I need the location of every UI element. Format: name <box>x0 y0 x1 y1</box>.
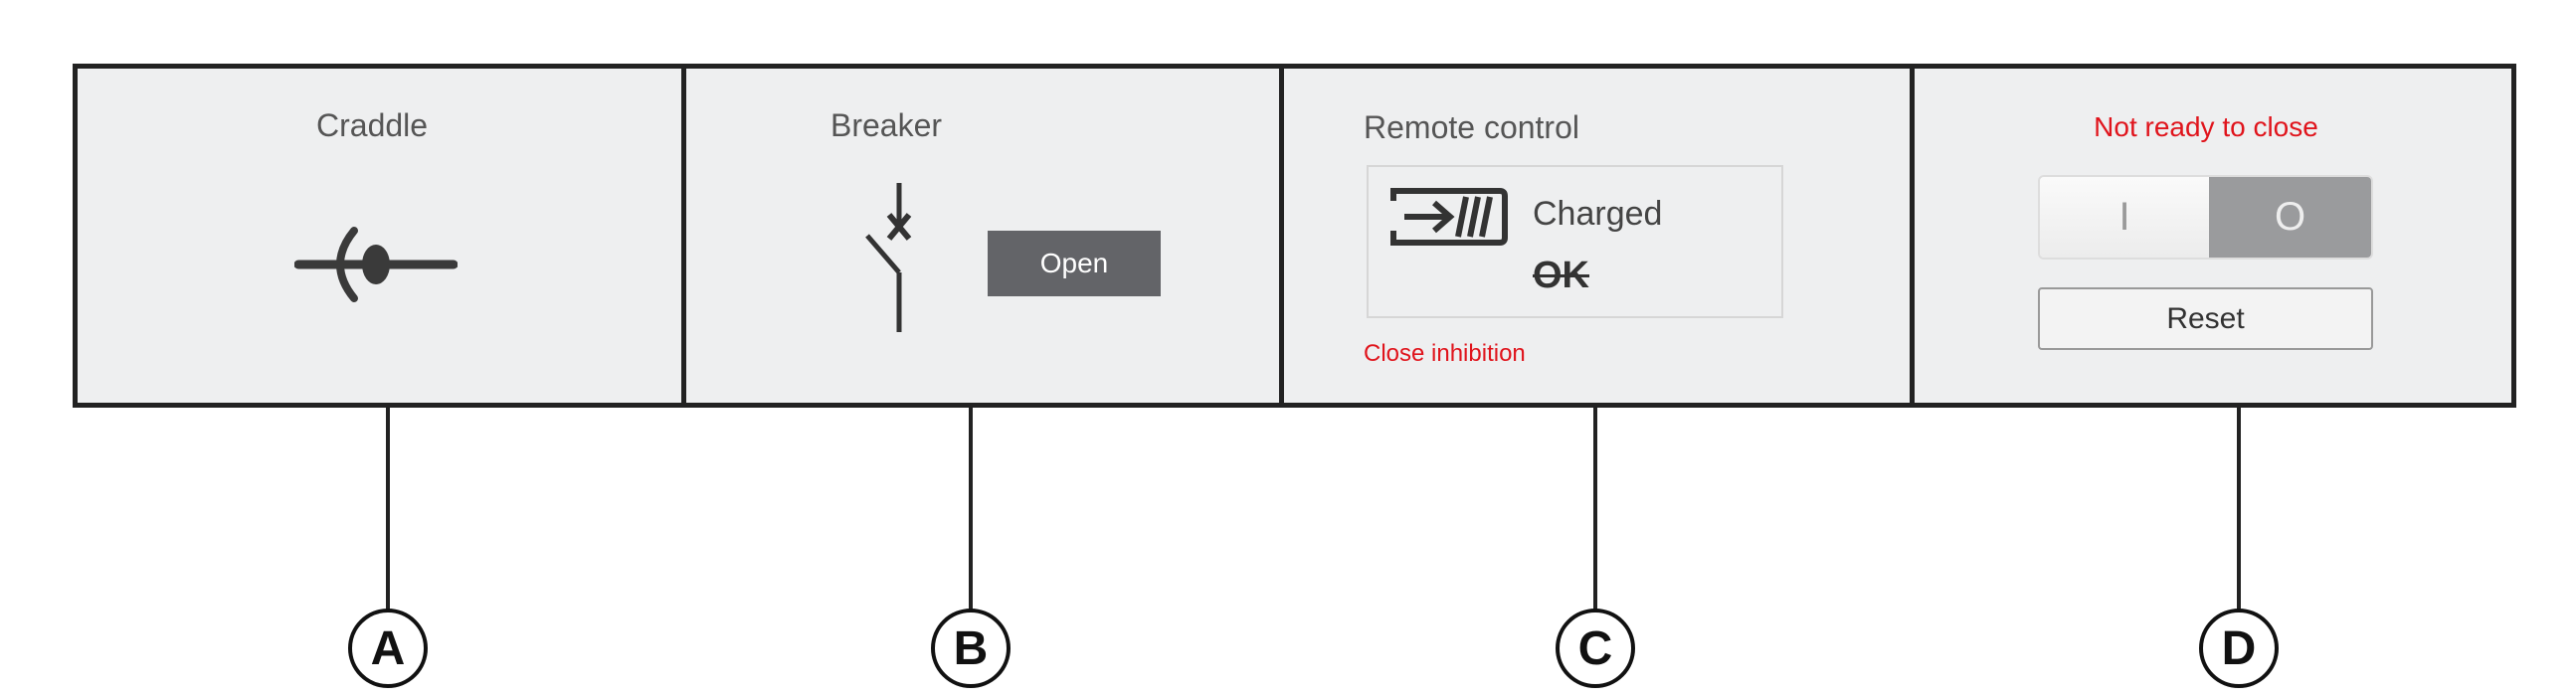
reset-button[interactable]: Reset <box>2038 287 2373 350</box>
callout-leader <box>2237 403 2241 610</box>
spring-status-box <box>1367 165 1783 318</box>
spring-charged-icon <box>1390 188 1508 246</box>
close-inhibition-warning: Close inhibition <box>1364 340 1526 367</box>
callout-c: C <box>1556 609 1635 688</box>
callout-leader <box>1593 403 1597 610</box>
divider <box>1910 64 1915 408</box>
callout-leader <box>969 403 973 610</box>
craddle-connected-icon <box>294 227 458 302</box>
close-button[interactable]: I <box>2040 177 2209 258</box>
open-button[interactable]: O <box>2209 177 2371 258</box>
not-ready-status: Not ready to close <box>2094 111 2318 142</box>
breaker-open-symbol-icon <box>865 183 912 332</box>
breaker-title: Breaker <box>830 107 943 143</box>
remote-control-title: Remote control <box>1364 109 1579 145</box>
ready-status-text: OK <box>1533 255 1589 296</box>
divider <box>1279 64 1284 408</box>
callout-d: D <box>2199 609 2279 688</box>
spring-status-text: Charged <box>1533 195 1663 233</box>
callout-b: B <box>931 609 1011 688</box>
open-close-toggle[interactable]: I O <box>2038 175 2373 260</box>
callout-a: A <box>348 609 428 688</box>
callout-leader <box>386 403 390 610</box>
craddle-title: Craddle <box>316 107 429 143</box>
breaker-open-status-button[interactable]: Open <box>988 231 1161 296</box>
divider <box>681 64 686 408</box>
